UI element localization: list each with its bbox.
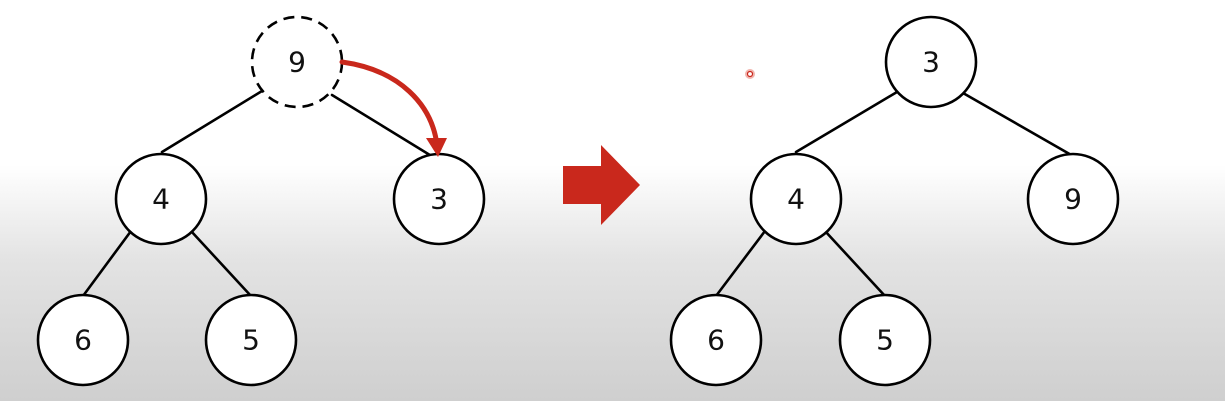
after-tree: 3 4 9 6 5: [669, 15, 1120, 387]
before-node-3: 3: [392, 152, 486, 246]
before-tree: 9 4 3 6 5: [36, 15, 486, 387]
after-edge-4-6: [714, 229, 767, 298]
after-node-5-label: 5: [876, 324, 894, 357]
after-node-4-label: 4: [787, 183, 805, 216]
before-edge-4-5: [189, 229, 253, 298]
swap-arrowhead-icon: [426, 138, 447, 157]
after-edge-4-5: [823, 229, 887, 298]
right-arrow-icon: [563, 145, 640, 225]
before-node-6-label: 6: [74, 324, 92, 357]
after-node-6: 6: [669, 293, 763, 387]
after-node-6-label: 6: [707, 324, 725, 357]
after-node-9: 9: [1026, 152, 1120, 246]
before-node-9: 9: [250, 15, 344, 109]
after-node-3-label: 3: [922, 46, 940, 79]
before-node-4: 4: [114, 152, 208, 246]
before-edge-9-4: [160, 89, 264, 154]
after-edge-3-9: [961, 91, 1075, 158]
before-edge-4-6: [81, 229, 133, 298]
before-node-3-label: 3: [430, 183, 448, 216]
after-node-5: 5: [838, 293, 932, 387]
before-node-9-label: 9: [288, 46, 306, 79]
swap-arrow-icon: [339, 59, 440, 148]
after-node-4: 4: [749, 152, 843, 246]
pointer-dot-icon: [745, 69, 755, 79]
after-node-9-label: 9: [1064, 183, 1082, 216]
before-node-6: 6: [36, 293, 130, 387]
after-node-3: 3: [884, 15, 978, 109]
after-edge-3-4: [794, 90, 899, 154]
before-node-5-label: 5: [242, 324, 260, 357]
before-node-5: 5: [204, 293, 298, 387]
before-node-4-label: 4: [152, 183, 170, 216]
before-edge-9-3: [330, 93, 440, 162]
